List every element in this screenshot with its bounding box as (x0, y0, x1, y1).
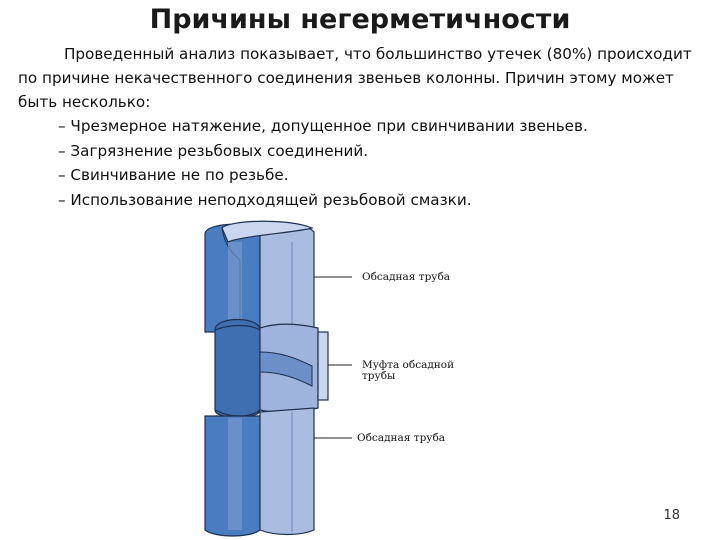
coupling-flange (317, 331, 329, 401)
page-number: 18 (663, 508, 680, 523)
upper-pipe-inner-face (259, 224, 315, 331)
cause-item: – Свинчивание не по резьбе. (58, 166, 289, 184)
cause-item: – Чрезмерное натяжение, допущенное при с… (58, 117, 588, 135)
lower-pipe-inner-face (259, 407, 315, 536)
label-casing-top: Обсадная труба (362, 271, 451, 283)
upper-pipe-rim (221, 220, 314, 243)
slide-title: Причины негерметичности (149, 4, 571, 35)
coupling-top-edge (214, 324, 261, 331)
upper-pipe-wall-band (228, 242, 242, 334)
casing-diagram (200, 212, 480, 540)
cause-item: – Загрязнение резьбовых соединений. (58, 141, 369, 160)
lower-pipe-wall-band (228, 418, 242, 530)
causes-list: – Чрезмерное натяжение, допущенное при с… (18, 114, 708, 212)
cause-item: – Использование неподходящей резьбовой с… (58, 190, 472, 209)
thread-shoulder (259, 351, 313, 387)
label-coupling: Муфта обсадной трубы (362, 359, 455, 382)
slide-body: Проведенный анализ показывает, что больш… (18, 42, 708, 212)
label-casing-bottom: Обсадная труба (357, 432, 446, 444)
casing-pipe-illustration (204, 220, 352, 537)
intro-paragraph: Проведенный анализ показывает, что больш… (18, 45, 692, 111)
coupling-outer (214, 319, 261, 419)
